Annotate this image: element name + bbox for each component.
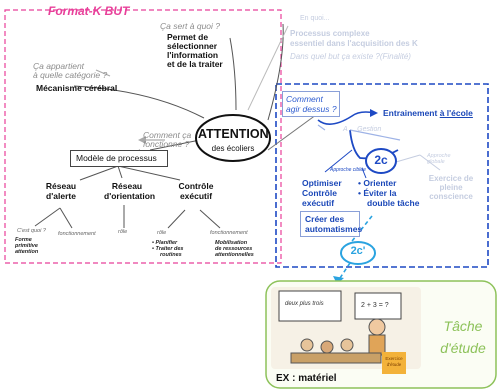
training-prefix: Entrainement [383,108,440,118]
control-role-item: • Planifier [152,240,178,246]
automatisms-line: Créer des [305,214,345,224]
control-func-value: Mobilisation de ressources attentionnell… [215,240,254,258]
alert-role-line: Forme [15,237,32,243]
control-func-line: de ressources [215,246,253,252]
network-line: Réseau [111,181,143,191]
sticky-line: d'étude [386,362,402,367]
alert-role-value: Forme primitive attention [15,237,38,255]
faint-mindfulness-line: pleine [439,183,463,192]
question-line: Comment ça [143,130,192,140]
strategy-bullets: • Orienter • Éviter la double tâche [358,178,419,208]
control-role-item: • Traiter des [152,246,184,252]
center-main-label: ATTENTION [198,127,269,141]
optimize-line: Optimiser [302,178,342,188]
strategy-text: Éviter la [363,188,397,198]
task-label-line: d'étude [440,340,486,356]
task-label: Tâche d'étude [430,315,496,359]
task-material: EX : matériel [276,373,337,384]
faint-top-1: En quoi... [300,15,330,22]
network-line: d'alerte [46,191,76,201]
classroom-drawing [278,290,402,364]
question-line: Ça appartient [33,61,85,71]
alert-func-label: fonctionnement [58,231,96,237]
network-orient: Réseau d'orientation [104,181,156,201]
strategy-text: double tâche [367,198,420,208]
optimize-line: exécutif [302,198,335,208]
approach-label: Approche ciblée [330,167,366,173]
orient-role-label: rôle [118,229,128,235]
question-act-line: Comment [286,94,323,104]
answer-line: et de la traiter [167,58,223,69]
answer-line: sélectionner [167,40,218,51]
center-sub-label: des écoliers [211,144,255,153]
faint-gestion: A ... Gestion [343,126,382,133]
faint-top-3: essentiel dans l'acquisition des K [290,39,418,48]
control-role-item: routines [152,252,184,258]
question-act-box: Comment agir dessus ? [282,91,340,117]
control-func-line: Mobilisation [215,240,248,246]
strategy-bullet: • Éviter la [358,188,397,198]
process-model-box: Modèle de processus [70,150,168,167]
board-text: deux plus trois [285,301,324,307]
network-line: Contrôle [178,181,214,191]
network-control: Contrôle exécutif [175,181,217,201]
strategy-bullet: • Orienter [358,178,397,188]
question-act-line: agir dessus ? [286,104,337,114]
control-role-label: rôle [157,230,167,236]
control-role-items: • Planifier • Traiter des routines [152,240,184,258]
faint-mindfulness-line: conscience [429,192,473,201]
automatisms-line: automatismes [305,224,363,234]
network-line: exécutif [179,191,213,201]
answer-what-for: Permet de sélectionner l'information et … [167,33,223,69]
sticky-note: Exercice d'étude [382,352,406,374]
control-func-line: attentionnelles [215,252,254,258]
optimize-line: Contrôle [302,188,337,198]
approach-global-line: Approche [427,153,451,159]
alert-role-line: primitive [15,243,38,249]
network-alert: Réseau d'alerte [44,181,78,201]
answer-line: l'information [167,49,219,60]
approach-global-line: globale [427,159,445,165]
control-role-text: Planifier [155,240,178,246]
board-calc: 2 + 3 = ? [361,302,389,309]
control-func-label: fonctionnement [210,230,248,236]
strategy-bullet: double tâche [358,198,419,208]
page-title: Format-K BUT [48,4,130,18]
process-model-label: Modèle de processus [76,153,157,163]
control-role-text: routines [160,252,182,258]
approach-global: Approche globale [427,153,451,165]
training-label: Entrainement à l'école [383,109,473,118]
automatisms-box: Créer des automatismes [300,211,363,237]
control-role-text: Traiter des [155,246,184,252]
sticky-line: Exercice [385,356,403,361]
faint-top-4: Dans quel but ça existe ?(Finalité) [290,52,411,61]
badge-2c: 2c [374,153,388,167]
badge-2c-prime: 2c' [350,245,366,257]
network-line: d'orientation [104,191,156,201]
question-what-for: Ça sert à quoi ? [160,21,221,31]
answer-category: Mécanisme cérébral [36,83,118,93]
faint-top-2: Processus complexe [290,29,370,38]
question-line: fonctionne ? [143,138,190,149]
faint-mindfulness-line: Exercice de [428,174,474,183]
question-line: à quelle catégorie ? [33,69,108,80]
optimize-block: Optimiser Contrôle exécutif [302,178,342,208]
task-label-line: Tâche [443,318,483,334]
question-how: Comment ça fonctionne ? [143,131,191,149]
alert-role-label: C'est quoi ? [17,228,46,234]
answer-line: Permet de [167,32,209,42]
network-line: Réseau [45,181,77,191]
alert-role-line: attention [15,249,39,255]
strategy-text: Orienter [363,178,397,188]
faint-mindfulness: Exercice de pleine conscience [426,174,476,201]
training-underlined: à l'école [439,108,473,118]
question-category: Ça appartient à quelle catégorie ? [33,62,107,80]
